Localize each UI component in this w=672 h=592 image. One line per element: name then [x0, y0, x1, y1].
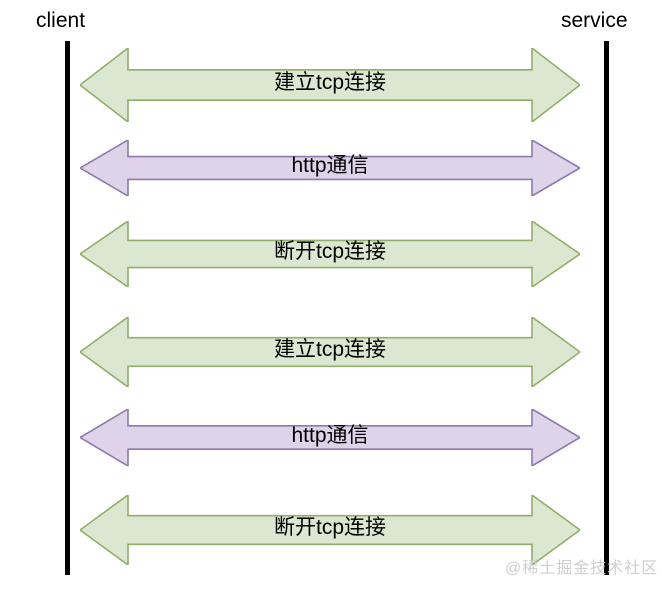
arrow-shape-bidirectional [80, 409, 580, 466]
arrow-shape-bidirectional [80, 317, 580, 387]
message-arrow-tcp-disconnect[interactable]: 断开tcp连接 [80, 221, 580, 287]
actor-label-service: service [561, 9, 628, 32]
arrow-shape-bidirectional [80, 140, 580, 196]
message-arrow-http-exchange[interactable]: http通信 [80, 140, 580, 196]
message-arrow-http-exchange[interactable]: http通信 [80, 409, 580, 466]
lifeline-service [604, 41, 609, 575]
arrow-shape-bidirectional [80, 221, 580, 287]
watermark: @稀土掘金技术社区 [505, 560, 659, 577]
arrow-shape-bidirectional [80, 495, 580, 565]
message-arrow-tcp-connect[interactable]: 建立tcp连接 [80, 317, 580, 387]
message-arrow-tcp-connect[interactable]: 建立tcp连接 [80, 48, 580, 122]
actor-label-client: client [36, 9, 86, 32]
arrow-shape-bidirectional [80, 48, 580, 122]
lifeline-client [65, 41, 70, 575]
